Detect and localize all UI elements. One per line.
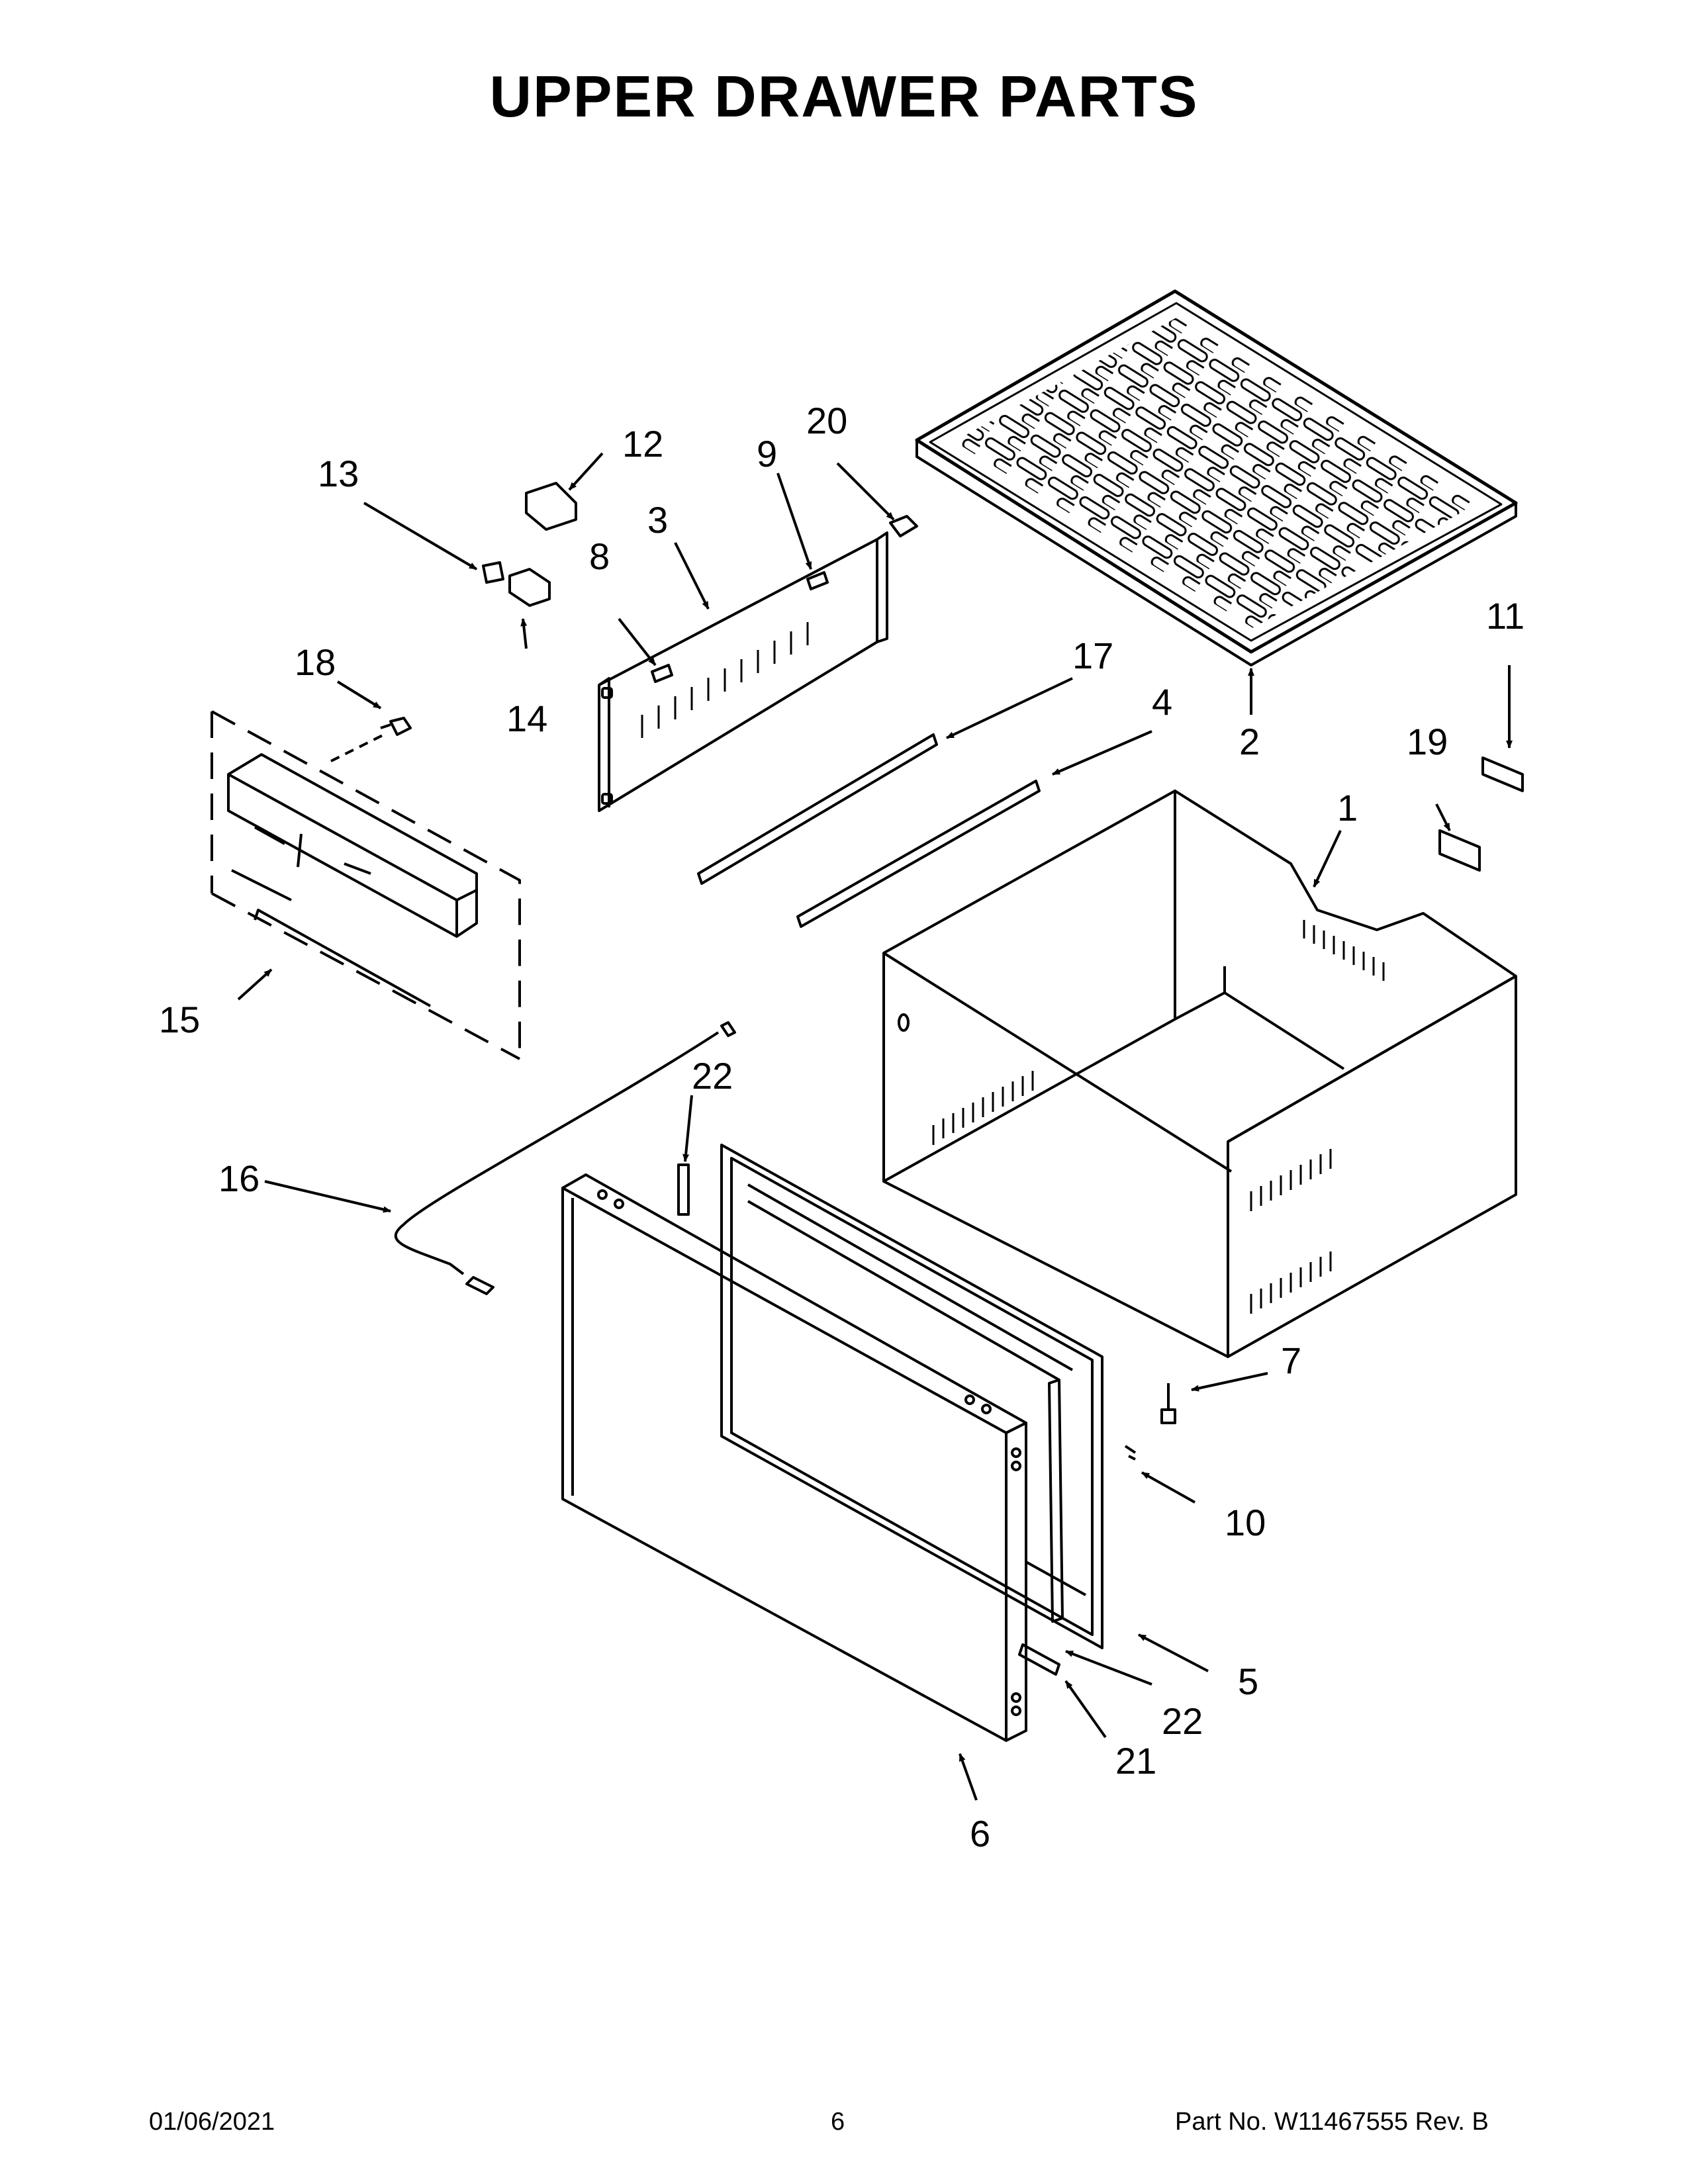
- screw-7-part: [1160, 1383, 1176, 1424]
- callout-10: 10: [1225, 1502, 1266, 1543]
- callout-2: 2: [1239, 721, 1260, 762]
- callout-16: 16: [218, 1158, 259, 1199]
- callout-13: 13: [318, 453, 359, 494]
- callout-5: 5: [1238, 1661, 1258, 1702]
- callout-1: 1: [1337, 787, 1358, 829]
- callout-9: 9: [757, 433, 777, 475]
- pad-13-part: [482, 561, 504, 584]
- strip-21-part: [1018, 1643, 1060, 1676]
- leader-lines: [237, 452, 1513, 1801]
- callout-18: 18: [295, 641, 336, 683]
- baffle-plate-part: [598, 531, 888, 812]
- strip-4-part: [796, 780, 1041, 928]
- drawer-bin-part: [882, 790, 1517, 1358]
- page-title: UPPER DRAWER PARTS: [489, 64, 1199, 129]
- callout-7: 7: [1281, 1340, 1301, 1381]
- callout-3: 3: [647, 499, 668, 541]
- label-11-part: [1481, 756, 1524, 792]
- footer-date: 01/06/2021: [149, 2108, 275, 2136]
- clip-10-part: [1124, 1445, 1137, 1461]
- callout-22-upper: 22: [692, 1055, 733, 1097]
- footer-page-number: 6: [831, 2108, 845, 2136]
- callout-11: 11: [1486, 595, 1524, 637]
- callout-17: 17: [1072, 635, 1113, 676]
- callout-19: 19: [1407, 721, 1448, 762]
- screw-8-part: [651, 664, 673, 683]
- callout-12: 12: [622, 423, 663, 465]
- control-housing-part: [211, 710, 521, 1060]
- screw-9-part: [806, 571, 829, 590]
- gasket-frame-part: [720, 1144, 1103, 1649]
- shelf-cover-part: [915, 289, 1518, 666]
- callout-22-lower: 22: [1162, 1700, 1203, 1742]
- callout-4: 4: [1152, 681, 1172, 723]
- callout-21: 21: [1115, 1740, 1156, 1782]
- clip-14-part: [508, 568, 551, 607]
- callout-labels: 1 2 3 4 5 6 7 8 9 10 11 12 13 14 15 16 1…: [159, 400, 1524, 1854]
- footer-part-number: Part No. W11467555 Rev. B: [1175, 2108, 1489, 2136]
- screw-18-part: [380, 717, 412, 736]
- fastener-path-lines: [330, 733, 385, 762]
- bracket-12-part: [525, 482, 577, 531]
- nut-20-part: [889, 515, 918, 537]
- strip-22-lower-part: [1048, 1379, 1064, 1623]
- label-19-part: [1438, 829, 1481, 872]
- callout-14: 14: [506, 698, 547, 739]
- drawer-front-part: [561, 1173, 1027, 1742]
- callout-6: 6: [970, 1813, 990, 1854]
- callout-15: 15: [159, 999, 200, 1040]
- strip-22-upper-part: [677, 1163, 690, 1216]
- callout-20: 20: [806, 400, 847, 441]
- strip-17-part: [697, 733, 938, 885]
- sensor-cable-part: [394, 1021, 736, 1295]
- callout-8: 8: [589, 535, 610, 577]
